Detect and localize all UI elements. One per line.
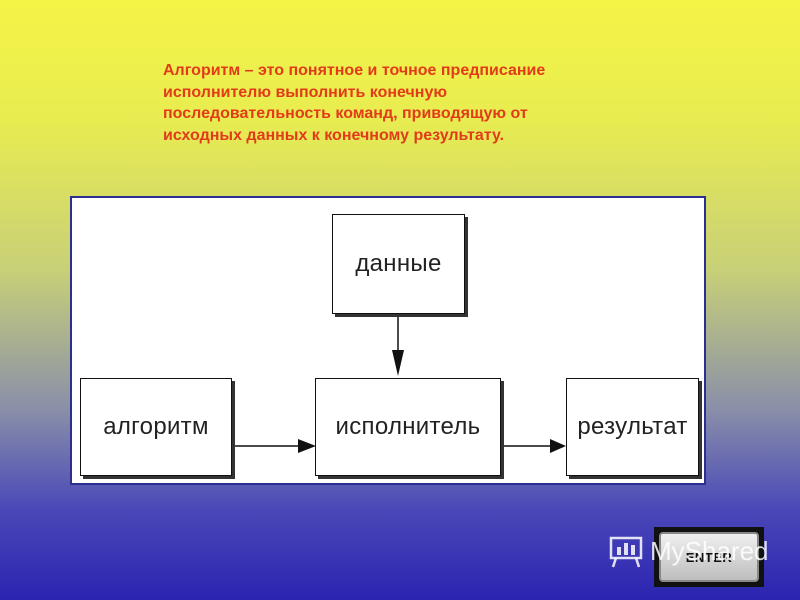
definition-line-2: исполнителю выполнить конечную xyxy=(163,83,448,101)
node-algorithm: алгоритм xyxy=(80,378,232,476)
definition-line-3: последовательность команд, приводящую от xyxy=(163,105,528,122)
definition-line-4: исходных данных к конечному результату. xyxy=(163,125,653,147)
watermark-text: MyShared xyxy=(650,535,769,566)
presentation-board-icon xyxy=(609,536,643,568)
diagram-connectors xyxy=(234,314,566,453)
definition-text: Алгоритм – это понятное и точное предпис… xyxy=(163,60,653,146)
arrowhead-algorithm-executor xyxy=(298,439,316,453)
diagram-frame: данные алгоритм исполнитель результат xyxy=(70,196,706,485)
enter-key-cap: ENTER xyxy=(659,532,759,582)
node-result: результат xyxy=(566,378,699,476)
definition-end-dot: . xyxy=(499,126,504,144)
definition-line-1: Алгоритм – это понятное и точное предпис… xyxy=(163,62,546,79)
definition-line-4-text: исходных данных к конечному результату xyxy=(163,126,500,144)
node-data: данные xyxy=(332,214,465,314)
arrowhead-executor-result xyxy=(550,439,566,453)
watermark: MyShared xyxy=(608,534,769,568)
node-executor: исполнитель xyxy=(315,378,501,476)
enter-button[interactable]: ENTER xyxy=(654,527,764,587)
arrowhead-data-executor xyxy=(392,350,404,376)
